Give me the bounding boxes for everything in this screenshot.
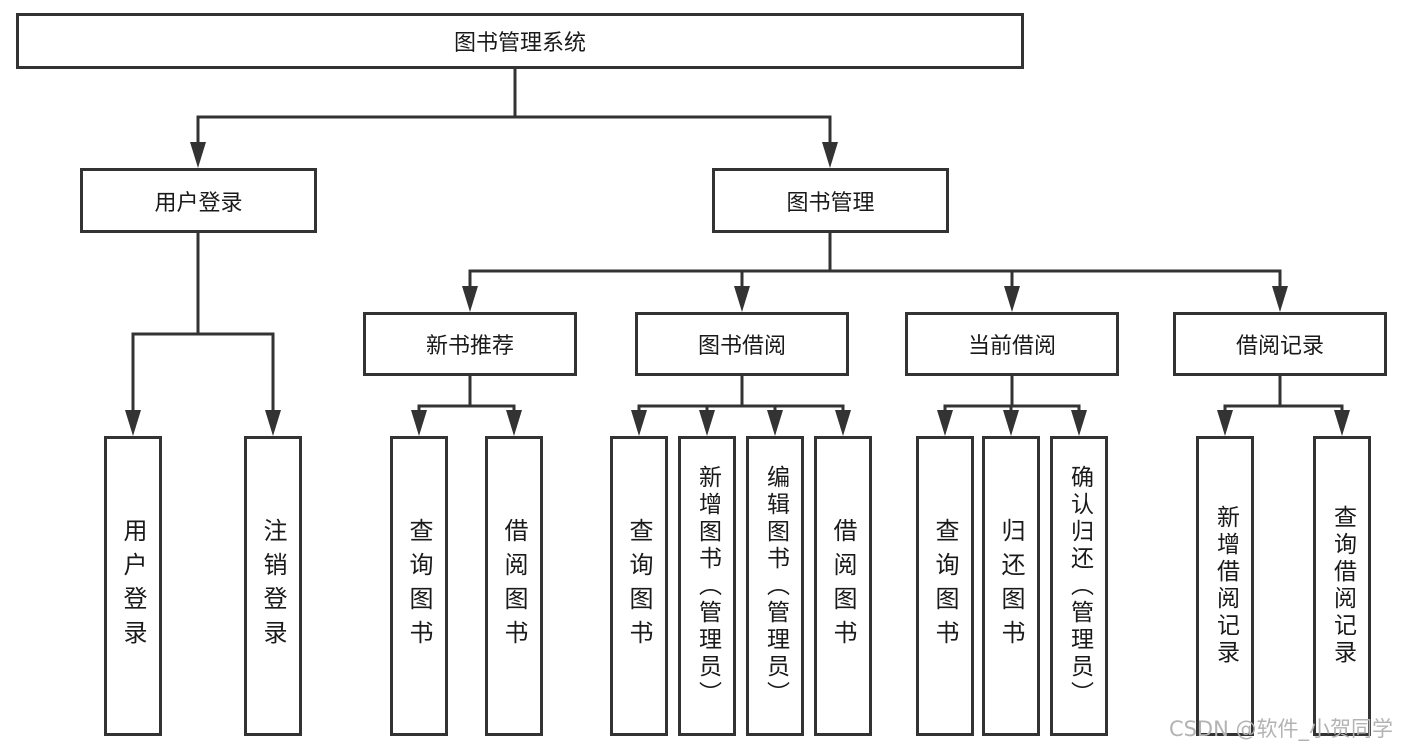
node-library-management-system: 图书管理系统 <box>16 13 1024 69</box>
connector-root-to-level2 <box>190 67 838 168</box>
csdn-watermark: CSDN @软件_小贺同学 <box>1168 717 1393 741</box>
leaf-return-books: 归还图书 <box>982 436 1040 736</box>
connector-borrowing-records-to-leaves <box>1217 374 1350 436</box>
node-label: 用户登录 <box>119 518 147 654</box>
node-borrowing-records: 借阅记录 <box>1173 312 1387 376</box>
connector-new-book-rec-to-leaves <box>411 374 522 436</box>
node-label: 用户登录 <box>154 190 243 216</box>
node-label: 当前借阅 <box>967 334 1056 359</box>
node-label: 归还图书 <box>997 518 1025 654</box>
node-new-book-recommendation: 新书推荐 <box>363 312 577 376</box>
node-current-borrowing: 当前借阅 <box>905 312 1119 376</box>
node-label: 查询图书 <box>931 518 959 654</box>
node-label: 编辑图书（管理员） <box>762 464 789 708</box>
node-label: 查询图书 <box>625 518 653 654</box>
node-label: 新增图书（管理员） <box>694 464 721 708</box>
leaf-confirm-return-admin: 确认归还（管理员） <box>1050 436 1108 736</box>
node-label: 确认归还（管理员） <box>1066 464 1093 708</box>
node-label: 借阅图书 <box>829 518 857 654</box>
connector-book-borrowing-to-leaves <box>631 374 851 436</box>
node-book-management: 图书管理 <box>712 168 949 233</box>
node-label: 图书管理系统 <box>453 31 586 56</box>
node-label: 借阅记录 <box>1235 334 1324 359</box>
connector-book-management-to-level3 <box>462 231 1288 312</box>
node-user-login: 用户登录 <box>80 168 317 233</box>
leaf-query-books-current: 查询图书 <box>916 436 974 736</box>
leaf-add-borrow-record: 新增借阅记录 <box>1196 436 1254 736</box>
node-label: 查询图书 <box>405 518 433 654</box>
node-label: 查询借阅记录 <box>1329 505 1356 667</box>
leaf-query-books-rec: 查询图书 <box>390 436 448 736</box>
node-label: 借阅图书 <box>500 518 528 654</box>
node-label: 图书管理 <box>786 190 875 216</box>
leaf-borrow-books-rec: 借阅图书 <box>485 436 543 736</box>
node-book-borrowing: 图书借阅 <box>635 312 849 376</box>
leaf-edit-book-admin: 编辑图书（管理员） <box>746 436 804 736</box>
leaf-logout: 注销登录 <box>244 436 302 736</box>
node-label: 新书推荐 <box>425 334 514 359</box>
leaf-query-books-borrow: 查询图书 <box>610 436 668 736</box>
connector-user-login-to-leaves <box>125 231 281 436</box>
leaf-query-borrow-record: 查询借阅记录 <box>1313 436 1371 736</box>
leaf-user-login: 用户登录 <box>104 436 162 736</box>
node-label: 新增借阅记录 <box>1212 505 1239 667</box>
leaf-borrow-books: 借阅图书 <box>814 436 872 736</box>
connector-current-borrowing-to-leaves <box>937 374 1087 436</box>
leaf-add-book-admin: 新增图书（管理员） <box>678 436 736 736</box>
node-label: 图书借阅 <box>697 334 786 359</box>
node-label: 注销登录 <box>259 518 287 654</box>
